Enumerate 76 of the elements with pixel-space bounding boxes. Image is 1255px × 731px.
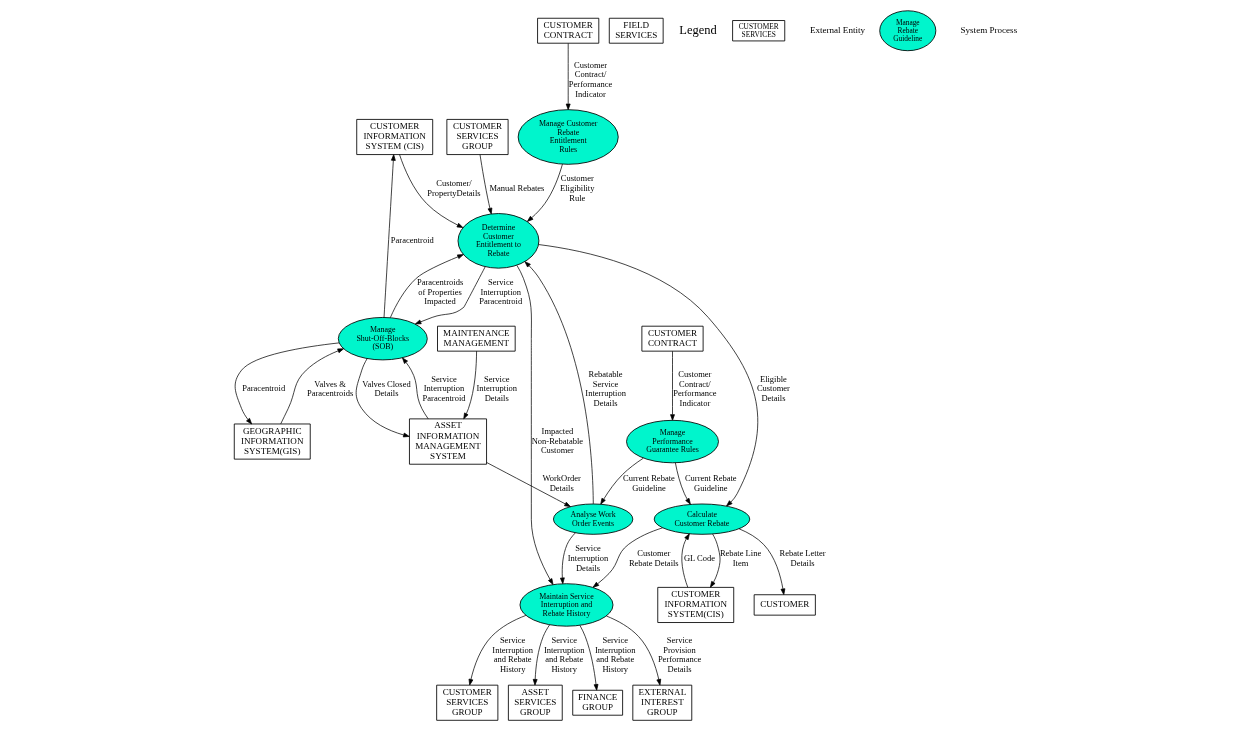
arrow	[526, 163, 563, 222]
edge-label: Valves & Paracentroids	[306, 378, 353, 399]
edge-label: Service Interruption Paracentroid	[478, 277, 522, 307]
edge-label: Paracentroid	[390, 234, 434, 245]
node-box: CUSTOMER CONTRACT	[536, 17, 599, 44]
node-box: ASSET INFORMATION MANAGEMENT SYSTEM	[408, 418, 487, 465]
arrow	[599, 457, 644, 505]
node-box: GEOGRAPHIC INFORMATION SYSTEM(GIS)	[233, 423, 311, 460]
edge-label: Paracentroid	[241, 383, 285, 394]
edge-label: Service Interruption and Rebate History	[491, 635, 533, 675]
edge-label: Customer Eligibility Rule	[559, 173, 594, 203]
arrow	[559, 532, 576, 584]
arrow	[485, 462, 571, 507]
edge-label: Service Interruption Details	[567, 543, 608, 573]
node-box: EXTERNAL INTEREST GROUP	[631, 684, 692, 721]
edge-label: GL Code	[683, 553, 715, 564]
edge-label: Rebate Letter Details	[779, 548, 826, 568]
node-box: CUSTOMER CONTRACT	[640, 325, 704, 352]
edge-label: WorkOrder Details	[541, 473, 581, 493]
arrow	[389, 254, 464, 318]
edge-label: Eligible Customer Details	[756, 373, 790, 404]
edge-label: Rebate Line Item	[719, 548, 761, 568]
edge-label: Customer Contract/ Performance Indicator	[568, 59, 612, 99]
arrow	[532, 624, 550, 686]
node-box: MAINTENANCE MANAGEMENT	[436, 325, 516, 352]
arrow	[279, 348, 344, 425]
edge-label: Valves Closed Details	[361, 378, 411, 399]
node-box: CUSTOMER INFORMATION SYSTEM(CIS)	[656, 586, 734, 623]
node-box: CUSTOMER SERVICES GROUP	[445, 119, 508, 155]
arrow	[579, 625, 598, 691]
arrow	[565, 43, 571, 111]
edge-label: Service Interruption Paracentroid	[422, 373, 466, 404]
arrow	[738, 528, 785, 595]
edge-label: Service Interruption and Rebate History	[543, 635, 585, 675]
edge-label: Customer Contract/ Performance Indicator	[672, 368, 717, 408]
edge-label: Service Interruption Details	[475, 373, 517, 404]
edge-label: Service Interruption and Rebate History	[594, 635, 636, 675]
arrow	[468, 615, 526, 686]
edge-label: Manual Rebates	[488, 182, 544, 193]
node-box: CUSTOMER	[753, 594, 816, 616]
arrow	[524, 261, 594, 505]
arrow	[516, 264, 553, 585]
arrow	[355, 358, 410, 438]
arrow	[479, 154, 492, 215]
arrow	[383, 154, 396, 318]
legend-label: System Process	[960, 24, 1017, 35]
arrow	[605, 615, 661, 686]
node-box: CUSTOMER INFORMATION SYSTEM (CIS)	[355, 119, 433, 155]
arrow	[680, 533, 690, 588]
arrow	[234, 342, 339, 425]
node-ellipse: Manage Customer Rebate Entitlement Rules	[517, 109, 619, 165]
node-box: FINANCE GROUP	[571, 689, 623, 716]
edge-label: Customer Rebate Details	[628, 548, 679, 568]
edge-label: Rebatable Service Interruption Details	[584, 368, 626, 408]
edge-label: Service Provision Performance Details	[657, 635, 701, 675]
edge-label: Current Rebate Guideline	[684, 473, 737, 493]
node-ellipse: Manage Performance Guarantee Rules	[625, 419, 719, 464]
node-box: ASSET SERVICES GROUP	[507, 684, 563, 721]
arrow	[537, 244, 758, 507]
arrow	[674, 462, 691, 505]
node-box: FIELD SERVICES	[608, 17, 664, 44]
arrow	[398, 154, 463, 228]
edge-label: Paracentroids of Properties Impacted	[416, 277, 463, 307]
arrow	[709, 533, 720, 588]
arrow	[669, 350, 675, 421]
node-ellipse: Calculate Customer Rebate	[653, 503, 750, 535]
node-box: CUSTOMER SERVICES GROUP	[435, 684, 498, 721]
arrow	[401, 357, 429, 420]
arrow	[462, 350, 477, 420]
edge-label: Current Rebate Guideline	[622, 473, 675, 493]
edge-label: Impacted Non-Rebatable Customer	[531, 425, 583, 456]
legend-label: External Entity	[809, 24, 865, 35]
arrow	[592, 527, 663, 588]
arrow	[414, 266, 486, 325]
edge-label: Customer/ PropertyDetails	[426, 178, 481, 198]
label: Legend	[678, 22, 717, 37]
